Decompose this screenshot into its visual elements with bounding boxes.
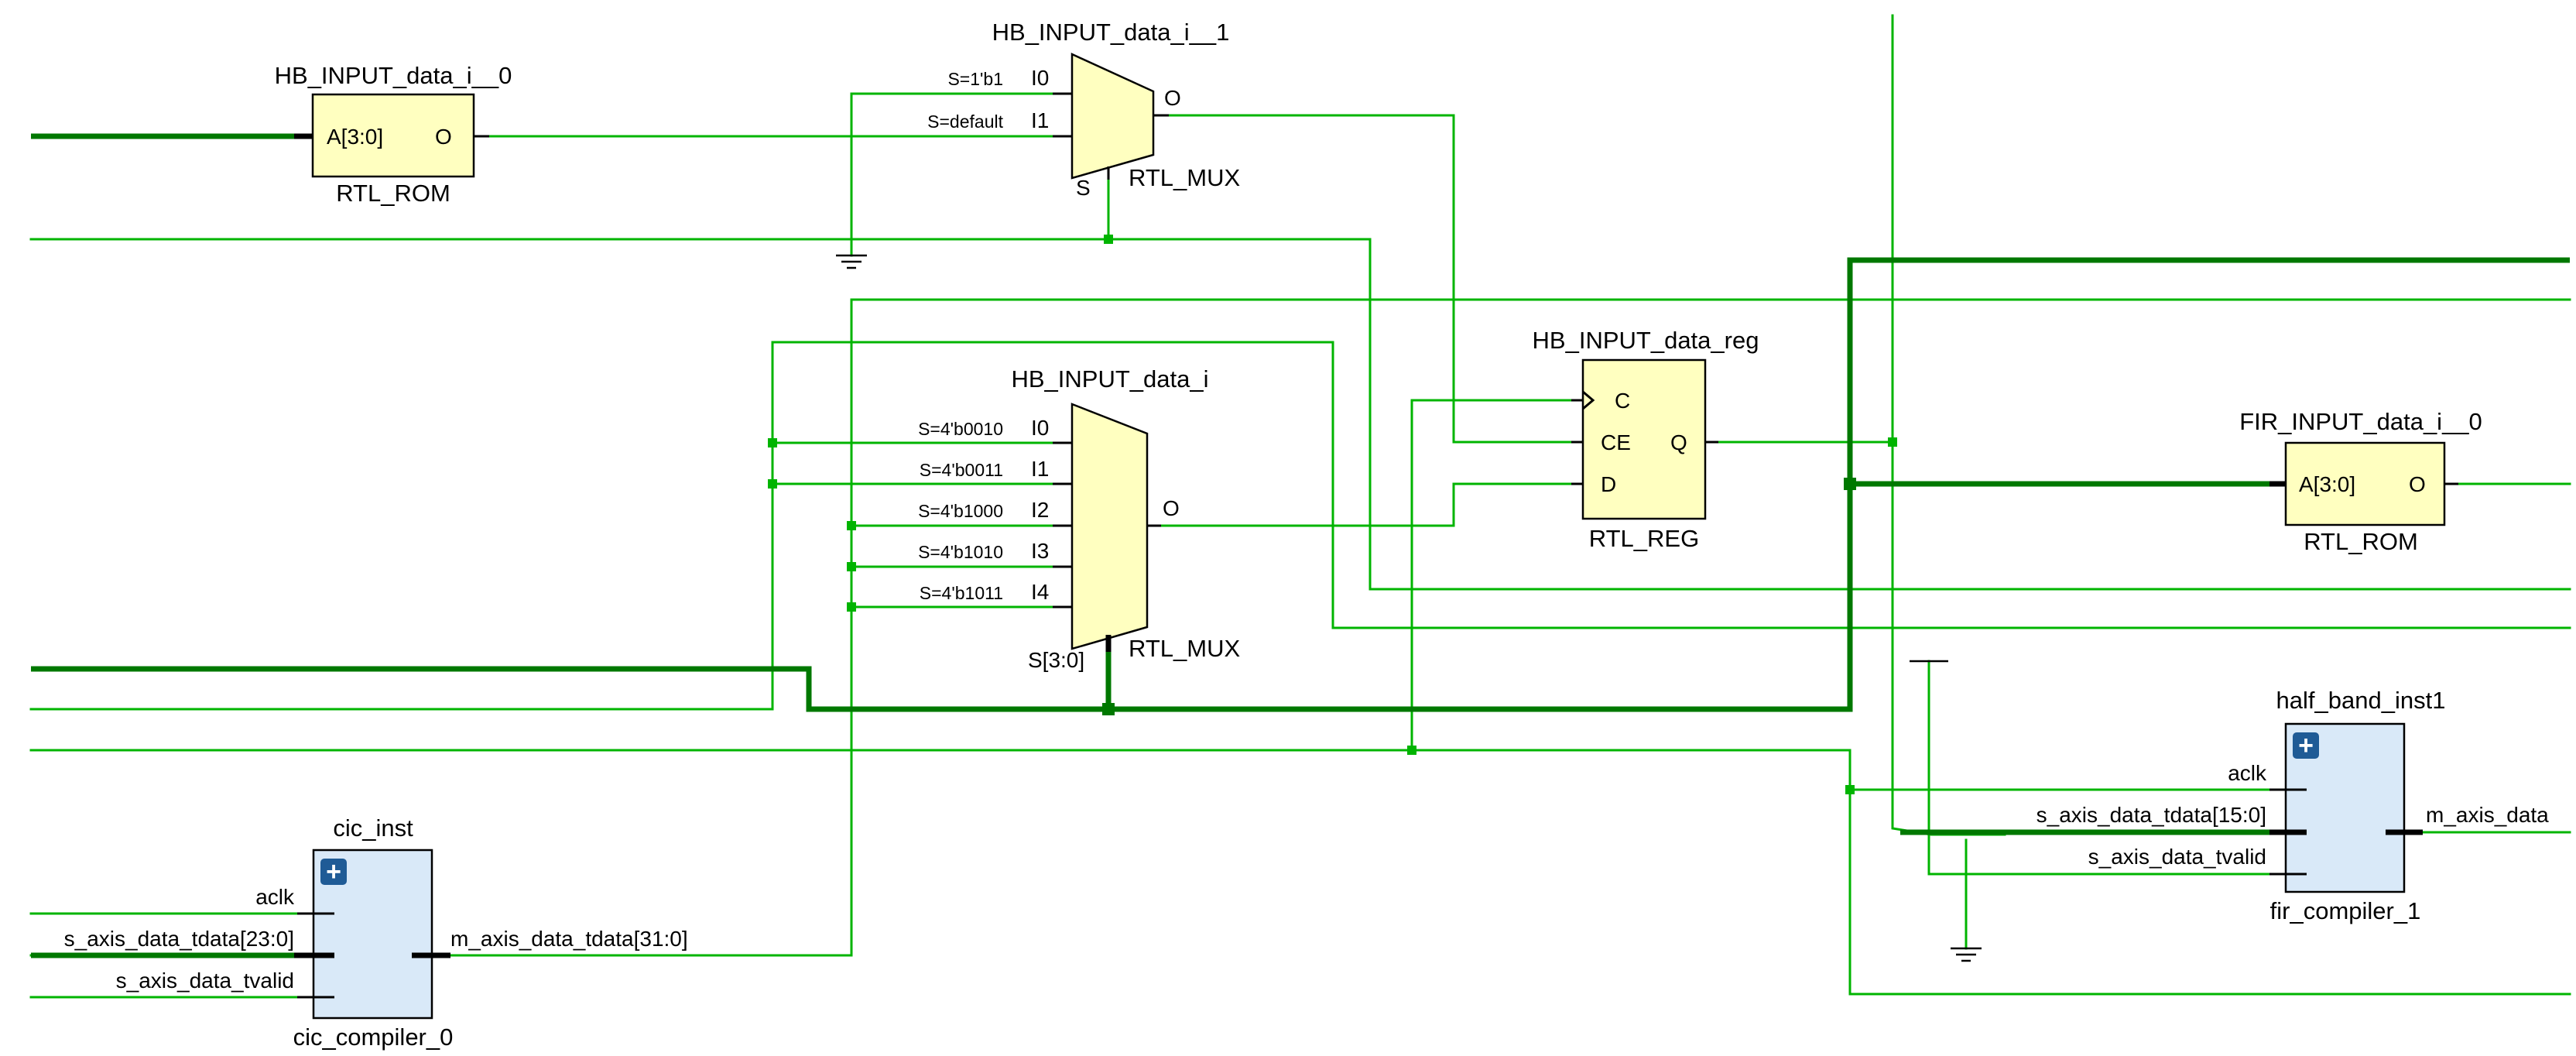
- hb-rom-cell[interactable]: HB_INPUT_data_i__0 A[3:0] O RTL_ROM: [275, 62, 512, 207]
- hb-reg-pin-d: D: [1601, 472, 1616, 496]
- junction-dot: [847, 521, 856, 530]
- half-band-pin-mdata: m_axis_data: [2426, 803, 2549, 827]
- hb-mux-pin-4: I4: [1031, 580, 1049, 604]
- clock-triangle-icon: [1582, 390, 1595, 410]
- cic-pin-aclk: aclk: [255, 885, 295, 909]
- hb-mux-instance: HB_INPUT_data_i: [1011, 365, 1208, 393]
- hb-mux1-sel-pin: S: [1076, 176, 1091, 200]
- hb-rom-pin-out: O: [435, 125, 452, 149]
- half-band-cell[interactable]: half_band_inst1 + aclk s_axis_data_tdata…: [2036, 687, 2550, 924]
- hb-mux1-cell[interactable]: HB_INPUT_data_i__1 S=1'b1 I0 S=default I…: [927, 19, 1240, 200]
- junction-dot: [1104, 235, 1113, 244]
- junction-dot: [847, 602, 856, 612]
- buses: [31, 133, 2570, 958]
- net-mux2-i0-i1[interactable]: [29, 341, 2571, 711]
- ground-icon: [1951, 947, 1982, 962]
- half-band-module: fir_compiler_1: [2270, 897, 2421, 924]
- hb-mux-cond-2: S=4'b1000: [918, 501, 1003, 521]
- cic-module: cic_compiler_0: [293, 1023, 454, 1051]
- cic-instance: cic_inst: [333, 814, 413, 842]
- fir-rom-type: RTL_ROM: [2304, 528, 2418, 555]
- net-reg-clk[interactable]: [1410, 399, 1584, 752]
- junction-dot: [847, 562, 856, 571]
- expand-plus-icon[interactable]: +: [2293, 731, 2319, 760]
- hb-mux1-instance: HB_INPUT_data_i__1: [992, 19, 1230, 46]
- net-cic-mdata[interactable]: [449, 298, 2571, 957]
- hb-mux1-type: RTL_MUX: [1129, 164, 1240, 191]
- junction-dot: [1102, 703, 1115, 715]
- hb-mux-cond-1: S=4'b0011: [920, 460, 1003, 480]
- svg-text:+: +: [326, 857, 341, 886]
- cic-pin-mdata: m_axis_data_tdata[31:0]: [450, 927, 688, 951]
- hb-rom-pin-in: A[3:0]: [327, 125, 383, 149]
- hb-reg-pin-q: Q: [1670, 430, 1687, 454]
- hb-reg-body: [1581, 358, 1707, 520]
- hb-mux-cond-3: S=4'b1010: [918, 542, 1003, 562]
- cic-cell[interactable]: cic_inst + aclk s_axis_data_tdata[23:0] …: [64, 814, 688, 1051]
- hb-mux1-body: [1070, 53, 1155, 180]
- hb-mux-cond-0: S=4'b0010: [918, 419, 1003, 439]
- half-band-instance: half_band_inst1: [2276, 687, 2446, 714]
- net-mux1-sel[interactable]: [29, 238, 2571, 591]
- fir-rom-pin-out: O: [2409, 472, 2426, 496]
- net-aclk[interactable]: [29, 749, 2571, 996]
- hb-mux-pin-2: I2: [1031, 498, 1049, 522]
- half-band-pin-tvalid: s_axis_data_tvalid: [2088, 845, 2266, 869]
- svg-text:+: +: [2298, 731, 2314, 760]
- hb-mux-sel-pin: S[3:0]: [1028, 648, 1084, 672]
- hb-mux-pin-0: I0: [1031, 416, 1049, 440]
- hb-mux1-out-pin: O: [1164, 86, 1181, 110]
- hb-mux-out-pin: O: [1163, 496, 1180, 520]
- fir-rom-instance: FIR_INPUT_data_i__0: [2239, 408, 2482, 435]
- hb-rom-instance: HB_INPUT_data_i__0: [275, 62, 512, 89]
- hb-mux-pin-1: I1: [1031, 457, 1049, 481]
- net-mux1-out[interactable]: [1152, 114, 1584, 444]
- net-right-vertical[interactable]: [1891, 14, 2006, 836]
- junctions: [768, 235, 1897, 794]
- junction-dot: [768, 479, 777, 489]
- ground-icon: [836, 254, 867, 269]
- hb-mux1-cond-0: S=1'b1: [947, 69, 1003, 89]
- hb-mux-body: [1070, 403, 1149, 650]
- hb-mux-cell[interactable]: HB_INPUT_data_i S=4'b0010 I0 S=4'b0011 I…: [918, 365, 1240, 672]
- hb-mux-cond-4: S=4'b1011: [920, 583, 1003, 603]
- junction-dot: [1888, 437, 1897, 447]
- hb-mux1-pin-1: I1: [1031, 108, 1049, 132]
- hb-mux-type: RTL_MUX: [1129, 635, 1240, 662]
- net-hb-tvalid[interactable]: [1927, 660, 2308, 876]
- cic-pin-tvalid: s_axis_data_tvalid: [116, 969, 294, 993]
- hb-reg-type: RTL_REG: [1589, 525, 1699, 552]
- hb-rom-body: [311, 93, 475, 178]
- hb-mux1-pin-0: I0: [1031, 66, 1049, 90]
- junction-dot: [1407, 746, 1416, 755]
- fir-rom-pin-in: A[3:0]: [2299, 472, 2355, 496]
- hb-mux1-cond-1: S=default: [927, 111, 1003, 132]
- fir-rom-cell[interactable]: FIR_INPUT_data_i__0 A[3:0] O RTL_ROM: [2239, 408, 2482, 555]
- half-band-pin-tdata: s_axis_data_tdata[15:0]: [2036, 803, 2266, 827]
- net-mux1-i0-gnd[interactable]: [850, 92, 1074, 257]
- hb-reg-cell[interactable]: HB_INPUT_data_reg C CE D Q RTL_REG: [1533, 327, 1759, 552]
- hb-reg-pin-ce: CE: [1601, 430, 1631, 454]
- hb-reg-pin-c: C: [1615, 389, 1630, 413]
- junction-dot: [1845, 785, 1855, 794]
- fir-rom-body: [2284, 441, 2446, 526]
- junction-dot: [1844, 478, 1856, 490]
- expand-plus-icon[interactable]: +: [320, 857, 347, 886]
- hb-reg-instance: HB_INPUT_data_reg: [1533, 327, 1759, 354]
- half-band-pin-aclk: aclk: [2228, 761, 2267, 785]
- net-mux2-out[interactable]: [1152, 482, 1584, 527]
- bus-mux2-sel[interactable]: [31, 257, 2570, 712]
- cic-pin-tdata: s_axis_data_tdata[23:0]: [64, 927, 294, 951]
- hb-mux-pin-3: I3: [1031, 539, 1049, 563]
- junction-dot: [768, 438, 777, 447]
- hb-rom-type: RTL_ROM: [336, 180, 450, 207]
